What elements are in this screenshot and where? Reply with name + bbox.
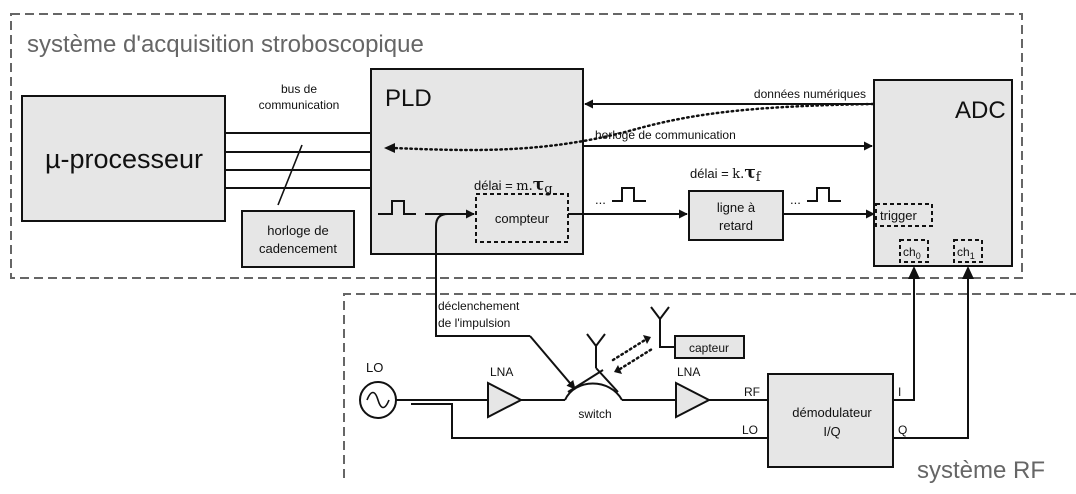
switch-arm-right (595, 367, 619, 393)
ch0-box (899, 239, 929, 263)
i-to-ch0-arrowhead (908, 266, 920, 279)
lna1-label: LNA (490, 365, 513, 379)
lo-source-label: LO (366, 360, 383, 375)
lna2-label: LNA (677, 365, 700, 379)
acquisition-system-border (10, 13, 1023, 279)
trigger-input-label: trigger (880, 208, 918, 223)
bus-label-line2: communication (259, 98, 340, 112)
demod-lo-port-label: LO (742, 423, 758, 437)
wireless-link-in (618, 347, 654, 371)
counter-block (475, 193, 569, 243)
trigger-to-switch-arrow (529, 335, 576, 390)
sensor-antenna-wire (659, 319, 675, 348)
switch-arc (564, 382, 623, 401)
i-output-wire (893, 279, 915, 401)
bus-slash (277, 144, 303, 206)
lna1-triangle (487, 381, 524, 419)
microprocessor-label: µ-processeur (45, 144, 203, 174)
demod-i-port-label: I (898, 385, 901, 399)
demod-label-line2: I/Q (823, 424, 840, 439)
wireless-link-in-arrowhead (614, 365, 622, 374)
demod-label-line1: démodulateur (792, 405, 872, 420)
pld-label: PLD (385, 85, 432, 112)
wireless-link-out-arrowhead (643, 335, 651, 344)
digital-data-label: données numériques (754, 87, 866, 101)
trigger-label-line1: déclenchement (438, 299, 520, 313)
ch0-label: ch0 (903, 245, 921, 261)
demod-rf-port-label: RF (744, 385, 760, 399)
delay-line-label-line2: retard (719, 218, 753, 233)
iq-demodulator-block (767, 373, 894, 468)
clock-label-line1: horloge de (267, 223, 328, 238)
internal-data-arrowhead (384, 143, 395, 153)
microprocessor-block (21, 95, 226, 222)
acquisition-system-title: système d'acquisition stroboscopique (27, 31, 424, 58)
switch-antenna-icon (586, 333, 606, 348)
sensor-antenna-icon (650, 306, 670, 321)
bus-label-line1: bus de (281, 82, 317, 96)
switch-label: switch (578, 407, 611, 421)
pld-block (370, 68, 584, 255)
demod-q-port-label: Q (898, 423, 907, 437)
lo-to-demod-wire (411, 403, 768, 439)
adc-block (873, 79, 1013, 267)
adc-label: ADC (955, 97, 1006, 124)
rf-system-title: système RF (917, 457, 1045, 484)
switch-arm-left (567, 369, 604, 393)
ch1-box (953, 239, 983, 263)
trigger-label-line2: de l'impulsion (438, 316, 510, 330)
internal-data-route (391, 102, 875, 152)
pulse-symbol-pld (378, 200, 416, 215)
lna2-triangle (675, 381, 712, 419)
q-output-wire (893, 279, 969, 439)
pulse-dots-2: ... (790, 192, 801, 207)
ch1-label: ch1 (957, 245, 975, 261)
pld-delay-label: délai = m.τg (474, 175, 553, 197)
sensor-label: capteur (689, 341, 729, 355)
wireless-link-out (611, 338, 647, 362)
lo-sine-icon (366, 391, 390, 409)
trigger-input-box (875, 203, 933, 227)
clock-block (241, 210, 355, 268)
trigger-branch-wire (435, 213, 530, 337)
rf-system-border (343, 293, 1076, 478)
comm-clock-label: horloge de communication (595, 128, 736, 142)
pulse-symbol-counter-out (612, 187, 646, 202)
sensor-block (674, 335, 745, 359)
pulse-dots-1: ... (595, 192, 606, 207)
delay-line-delay-label: délai = k.τf (690, 163, 762, 185)
delay-line-block (688, 190, 784, 241)
clock-label-line2: cadencement (259, 241, 337, 256)
counter-label: compteur (495, 211, 550, 226)
delay-line-label-line1: ligne à (717, 200, 756, 215)
pulse-symbol-delay-out (807, 187, 841, 202)
q-to-ch1-arrowhead (962, 266, 974, 279)
